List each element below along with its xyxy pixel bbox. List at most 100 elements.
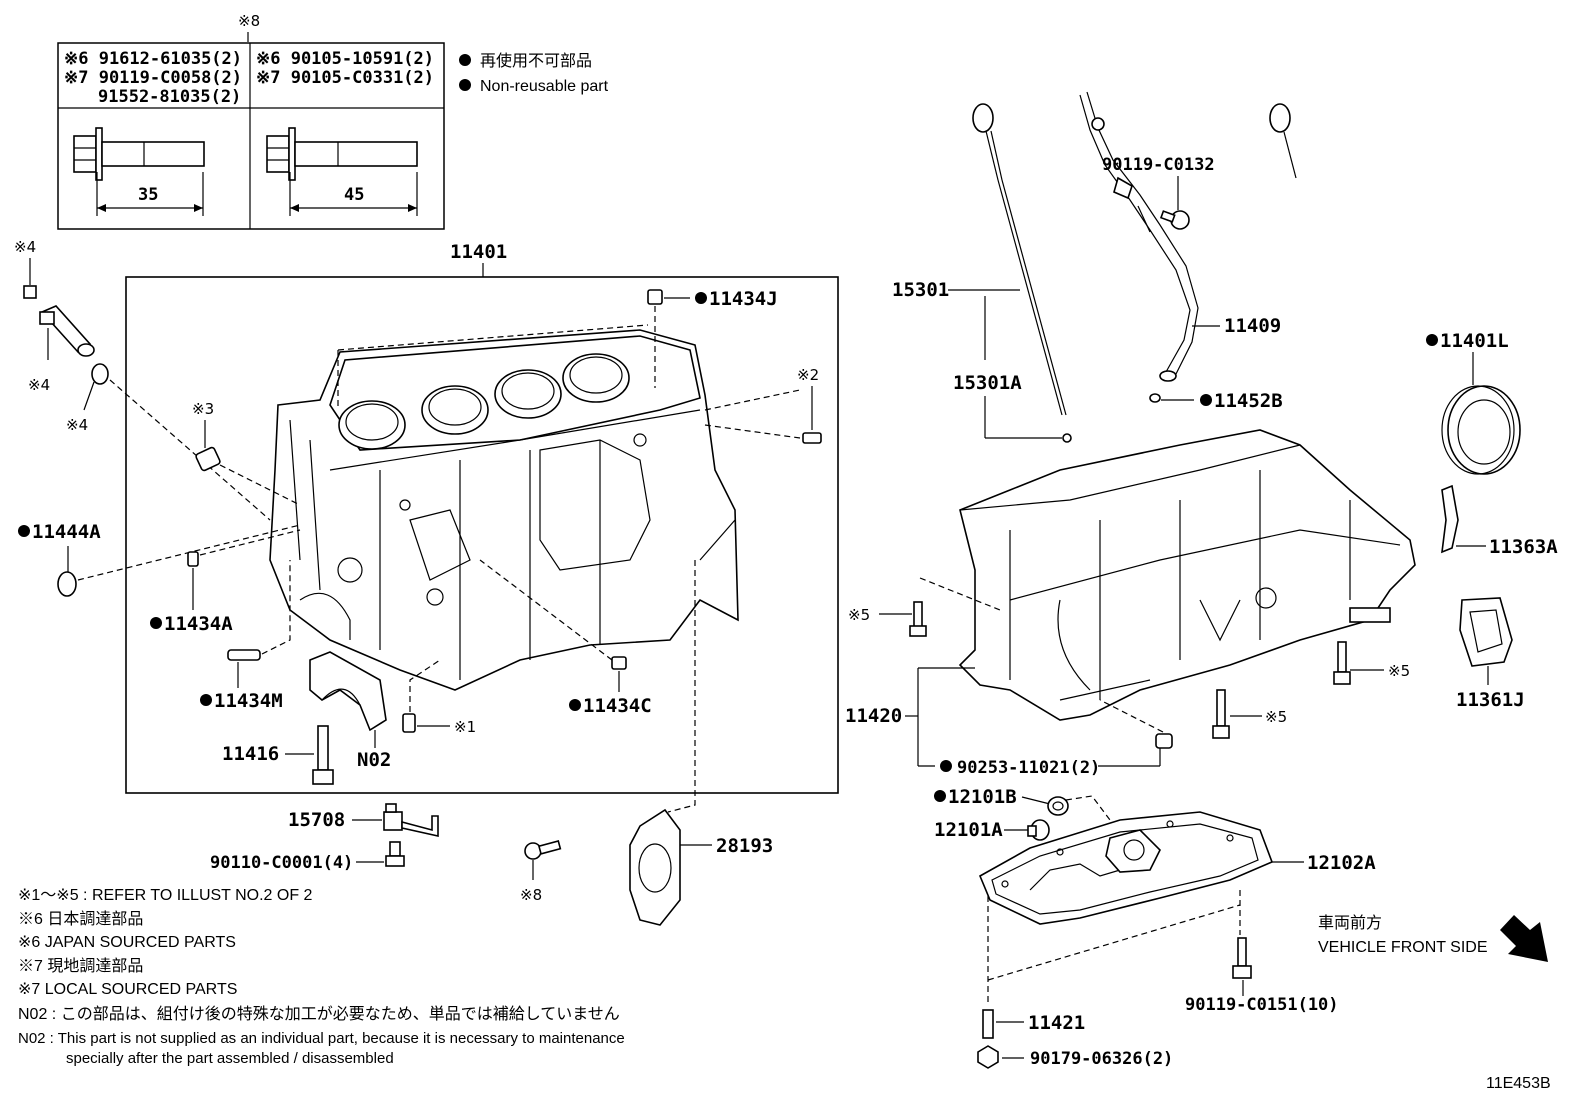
note-8: specially after the part assembled / dis… bbox=[66, 1050, 394, 1067]
figure-id: 11E453B bbox=[1486, 1075, 1551, 1092]
nonreusable-bullet-icon bbox=[695, 292, 707, 304]
label-12101B: 12101B bbox=[948, 786, 1017, 808]
mark-1: ※1 bbox=[454, 718, 476, 736]
label-11409: 11409 bbox=[1224, 315, 1281, 337]
mark-5-left: ※5 bbox=[848, 606, 870, 624]
label-90179: 90179-06326(2) bbox=[1030, 1049, 1173, 1069]
drain-plug-12101A-drawing bbox=[1027, 819, 1050, 841]
nonreusable-bullet-icon bbox=[1200, 394, 1212, 406]
nonreusable-bullet-icon bbox=[1426, 334, 1438, 346]
label-11361J: 11361J bbox=[1456, 689, 1525, 711]
plug-mark3-drawing bbox=[195, 446, 221, 472]
bolt-mark5-mid-drawing bbox=[1212, 689, 1230, 739]
oring-11452B-drawing bbox=[1149, 393, 1161, 403]
label-11434J: 11434J bbox=[709, 288, 778, 310]
label-11420: 11420 bbox=[845, 705, 902, 727]
note-4: ※7 現地調達部品 bbox=[18, 957, 143, 975]
label-90110: 90110-C0001(4) bbox=[210, 853, 353, 873]
nonreusable-bullet-icon bbox=[459, 54, 471, 66]
dipstick-15301-drawing bbox=[1269, 103, 1297, 179]
bolt-11416-drawing bbox=[312, 725, 334, 785]
bolt-90110-drawing bbox=[385, 841, 405, 867]
label-11416: 11416 bbox=[222, 743, 279, 765]
pin-mark2-drawing bbox=[802, 432, 822, 444]
dipstick-guide-11409-drawing bbox=[1079, 91, 1199, 382]
legend-left-line-1: ※6 91612-61035(2) bbox=[64, 49, 242, 69]
note-2: ※6 日本調達部品 bbox=[18, 910, 143, 928]
gasket-11361J-drawing bbox=[1459, 597, 1513, 667]
label-15301A: 15301A bbox=[953, 372, 1022, 394]
mark-3: ※3 bbox=[192, 400, 214, 418]
legend-left-line-3: 91552-81035(2) bbox=[98, 87, 241, 107]
label-90119-C0132: 90119-C0132 bbox=[1102, 155, 1215, 175]
note-5: ※7 LOCAL SOURCED PARTS bbox=[18, 981, 237, 998]
label-12102A: 12102A bbox=[1307, 852, 1376, 874]
dipstick-15301-shape bbox=[972, 103, 1072, 443]
nonreusable-en: Non-reusable part bbox=[480, 78, 609, 95]
gasket-28193-drawing bbox=[629, 808, 681, 926]
legend-dim-35: 35 bbox=[138, 185, 158, 205]
oring-11444A-drawing bbox=[57, 571, 77, 597]
mark-4-mid: ※4 bbox=[28, 376, 50, 394]
oil-pan-upper-11420-drawing bbox=[958, 429, 1416, 721]
bolt-mark5-left-drawing bbox=[909, 601, 927, 637]
label-15301: 15301 bbox=[892, 279, 949, 301]
oil-seal-11401L-drawing bbox=[1441, 385, 1521, 475]
oil-jet-oring-drawing bbox=[91, 363, 109, 385]
label-11434M: 11434M bbox=[214, 690, 283, 712]
legend-left-line-2: ※7 90119-C0058(2) bbox=[64, 68, 242, 88]
pin-11434M-drawing bbox=[227, 649, 261, 661]
legend-right-line-1: ※6 90105-10591(2) bbox=[256, 49, 434, 69]
nonreusable-bullet-icon bbox=[150, 617, 162, 629]
label-90253: 90253-11021(2) bbox=[957, 758, 1100, 778]
nonreusable-bullet-icon bbox=[18, 525, 30, 537]
pin-mark1-drawing bbox=[402, 713, 416, 733]
front-en: VEHICLE FRONT SIDE bbox=[1318, 939, 1488, 956]
pin-11434C-drawing bbox=[611, 656, 627, 670]
label-11401L: 11401L bbox=[1440, 330, 1509, 352]
label-11434C: 11434C bbox=[583, 695, 652, 717]
nonreusable-bullet-icon bbox=[940, 760, 952, 772]
bolt-45-drawing: 45 bbox=[266, 127, 418, 216]
label-15708: 15708 bbox=[288, 809, 345, 831]
label-11401: 11401 bbox=[450, 241, 507, 263]
legend-right-line-2: ※7 90105-C0331(2) bbox=[256, 68, 434, 88]
label-28193: 28193 bbox=[716, 835, 773, 857]
bolt-35-drawing: 35 bbox=[73, 127, 205, 216]
nonreusable-bullet-icon bbox=[934, 790, 946, 802]
label-11444A: 11444A bbox=[32, 521, 101, 543]
label-90119-C0151: 90119-C0151(10) bbox=[1185, 995, 1339, 1015]
legend-mark: ※8 bbox=[238, 12, 260, 30]
nonreusable-bullet-icon bbox=[459, 79, 471, 91]
bolt-legend: ※8 ※6 91612-61035(2) ※7 90119-C0058(2) 9… bbox=[57, 12, 445, 230]
nonreusable-bullet-icon bbox=[569, 699, 581, 711]
mark-5-right: ※5 bbox=[1388, 662, 1410, 680]
stud-11421-drawing bbox=[982, 1009, 994, 1039]
pin-11434A-drawing bbox=[187, 551, 199, 567]
label-11363A: 11363A bbox=[1489, 536, 1558, 558]
gasket-12101B-drawing bbox=[1047, 796, 1069, 816]
bolt-90119-C0132-drawing bbox=[1159, 210, 1190, 230]
mark-2: ※2 bbox=[797, 366, 819, 384]
cylinder-block-drawing bbox=[269, 329, 739, 691]
front-arrow-icon bbox=[1500, 915, 1548, 962]
note-1: ※1～※5 : REFER TO ILLUST NO.2 OF 2 bbox=[18, 887, 313, 904]
pin-11434J-drawing bbox=[647, 289, 663, 305]
pin-90253-drawing bbox=[1155, 733, 1173, 749]
nut-90179-drawing bbox=[977, 1045, 999, 1069]
block-frame bbox=[125, 276, 839, 794]
bolt-mark5-right-drawing bbox=[1333, 641, 1351, 685]
front-jp: 車両前方 bbox=[1318, 914, 1382, 932]
label-11452B: 11452B bbox=[1214, 390, 1283, 412]
note-6: N02 : この部品は、組付け後の特殊な加工が必要なため、単品では補給していませ… bbox=[18, 1005, 620, 1023]
bolt-mark8-drawing bbox=[524, 839, 562, 860]
oil-nozzle-15708-drawing bbox=[383, 803, 439, 837]
label-12101A: 12101A bbox=[934, 819, 1003, 841]
note-7: N02 : This part is not supplied as an in… bbox=[18, 1030, 625, 1047]
mark-4-top: ※4 bbox=[14, 238, 36, 256]
mark-4-low: ※4 bbox=[66, 416, 88, 434]
oil-jet-drawing bbox=[23, 285, 95, 357]
mark-5-mid: ※5 bbox=[1265, 708, 1287, 726]
label-N02: N02 bbox=[357, 749, 391, 771]
